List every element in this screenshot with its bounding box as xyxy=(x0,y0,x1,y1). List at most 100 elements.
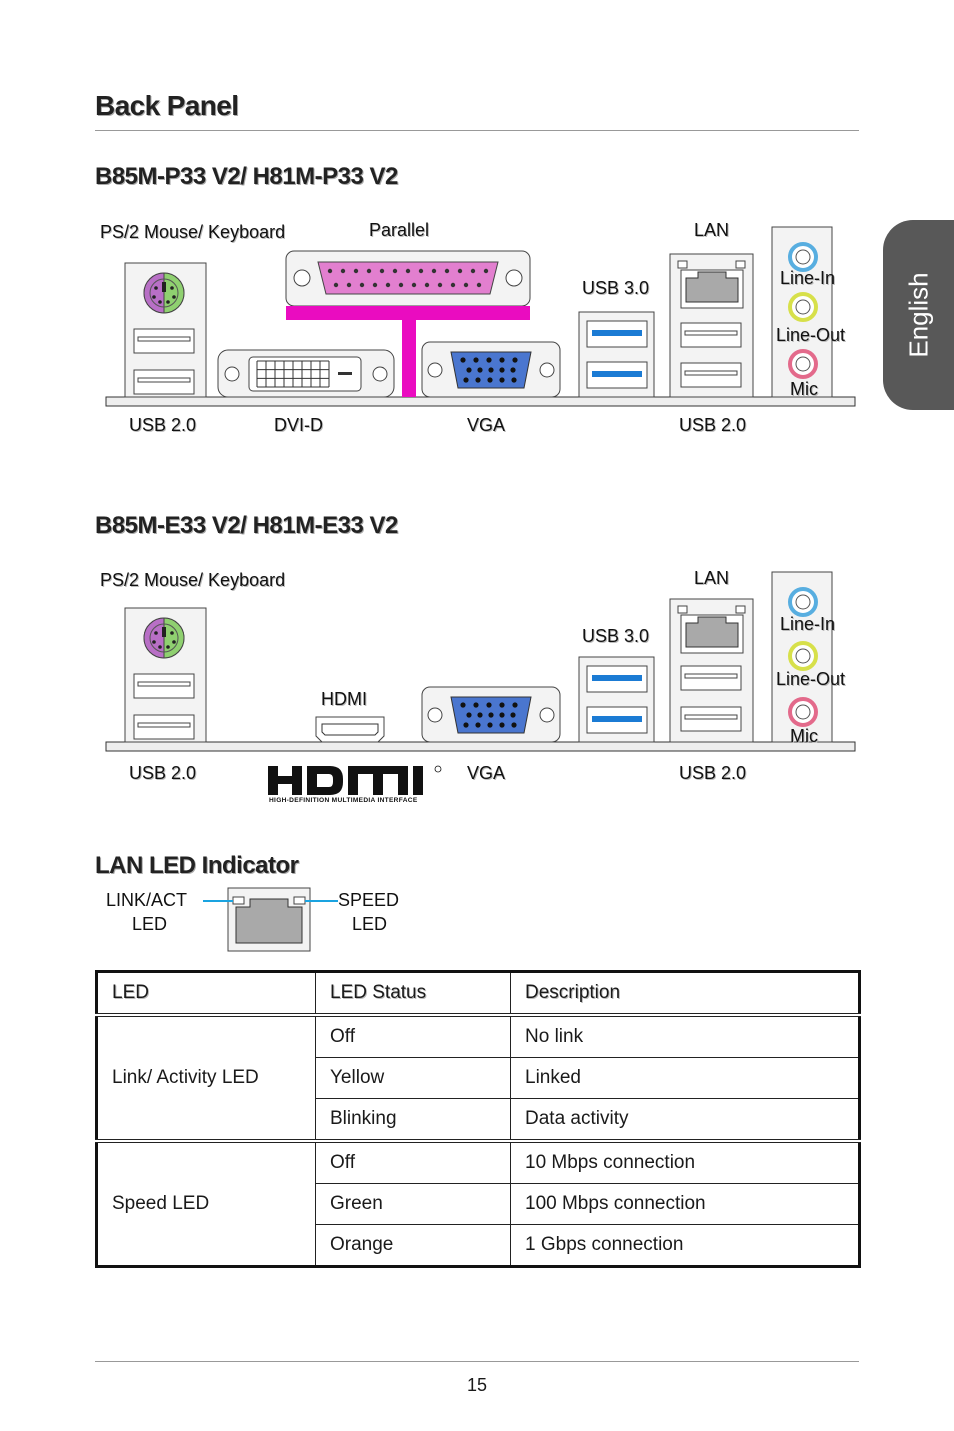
panel2-label-line-out: Line-Out xyxy=(776,669,846,689)
pin-dot xyxy=(457,268,463,274)
pin-dot xyxy=(483,268,489,274)
speed-label: SPEED xyxy=(338,890,400,910)
led-description-cell: Data activity xyxy=(510,1098,860,1142)
pin-dot xyxy=(424,282,430,288)
pin-dot xyxy=(372,282,378,288)
header-description: Description xyxy=(510,971,860,1017)
pin-dot xyxy=(411,282,417,288)
header-led: LED xyxy=(96,971,316,1017)
pin-dot xyxy=(512,702,518,708)
link-act-label-led: LED xyxy=(132,914,168,934)
pin-dot xyxy=(488,712,494,718)
panel2-label-hdmi: HDMI xyxy=(321,689,367,709)
panel2-mic-jack xyxy=(788,697,818,727)
table-row: Blinking Data activity xyxy=(97,1098,860,1142)
pin-dot xyxy=(466,712,472,718)
panel1-label-line-out: Line-Out xyxy=(776,325,846,345)
led-status-cell: Blinking xyxy=(315,1098,511,1142)
pin-dot xyxy=(405,268,411,274)
led-status-cell: Orange xyxy=(315,1224,511,1267)
pin-dot xyxy=(511,377,517,383)
pin-dot xyxy=(437,282,443,288)
panel1-label-parallel: Parallel xyxy=(369,220,430,240)
led-status-cell: Off xyxy=(315,1014,511,1058)
table-row: Link/ Activity LED Off No link xyxy=(96,1014,860,1142)
pin-dot xyxy=(499,702,505,708)
pin-dot xyxy=(476,282,482,288)
panel1-vga-port xyxy=(421,341,561,398)
panel2-usb2-left-lower xyxy=(133,714,195,740)
panel2-label-mic: Mic xyxy=(790,726,818,746)
pin-dot xyxy=(511,722,517,728)
panel1-label-lan: LAN xyxy=(694,220,730,240)
lan-led-port xyxy=(235,898,303,944)
pin-dot xyxy=(473,357,479,363)
table-row: Orange 1 Gbps connection xyxy=(97,1224,860,1267)
panel2-usb3-lower xyxy=(586,706,648,734)
pin-dot xyxy=(486,357,492,363)
pin-dot xyxy=(392,268,398,274)
panel1-usb3-upper xyxy=(586,320,648,348)
panel2-label-line-in: Line-In xyxy=(780,614,836,634)
hdmi-logo xyxy=(268,765,442,795)
panel2-label-usb3: USB 3.0 xyxy=(582,626,650,646)
pin-dot xyxy=(327,268,333,274)
panel2-hdmi-port xyxy=(315,716,385,743)
panel2-diagram xyxy=(105,571,856,795)
pin-dot xyxy=(499,712,505,718)
pin-dot xyxy=(499,722,505,728)
pin-dot xyxy=(475,722,481,728)
pin-dot xyxy=(444,268,450,274)
table-row: Green 100 Mbps connection xyxy=(97,1183,860,1225)
panel1-usb2-right-lower xyxy=(680,362,742,388)
pin-dot xyxy=(477,712,483,718)
panel2-label-usb2-right: USB 2.0 xyxy=(679,763,747,783)
panel1-diagram xyxy=(105,226,856,407)
panel1-usb2-left-upper xyxy=(133,328,195,354)
panel2-usb3-upper xyxy=(586,665,648,693)
led-status-cell: Off xyxy=(315,1139,511,1184)
panel2-vga-port xyxy=(421,686,561,743)
panel1-mic-jack xyxy=(788,349,818,379)
panel2-usb2-right-upper xyxy=(680,665,742,691)
panel1-title: B85M-P33 V2/ H81M-P33 V2 xyxy=(95,163,398,190)
panel1-ps2-port xyxy=(143,272,185,314)
pin-dot xyxy=(346,282,352,288)
panel1-line-out-jack xyxy=(788,292,818,322)
led-description-cell: 1 Gbps connection xyxy=(510,1224,860,1267)
pin-dot xyxy=(510,712,516,718)
title-divider xyxy=(95,130,859,131)
panel1-label-ps2: PS/2 Mouse/ Keyboard xyxy=(100,222,286,242)
link-act-label: LINK/ACT xyxy=(106,890,188,910)
lan-led-diagram xyxy=(203,887,338,952)
pin-dot xyxy=(466,367,472,373)
pin-dot xyxy=(510,367,516,373)
pin-dot xyxy=(450,282,456,288)
led-table-header: LED LED Status Description xyxy=(96,971,860,1017)
pin-dot xyxy=(366,268,372,274)
panel1-dvi-port xyxy=(217,349,395,398)
led-table: LED LED Status Description Link/ Activit… xyxy=(95,970,861,1268)
pin-dot xyxy=(486,702,492,708)
panel2-base xyxy=(105,741,856,752)
pin-dot xyxy=(398,282,404,288)
panel1-label-usb3: USB 3.0 xyxy=(582,278,650,298)
led-description-cell: 100 Mbps connection xyxy=(510,1183,860,1225)
panel2-ps2-port xyxy=(143,617,185,659)
pin-dot xyxy=(431,268,437,274)
panel2-line-out-jack xyxy=(788,641,818,671)
led-status-cell: Green xyxy=(315,1183,511,1225)
panel1-label-usb2-left: USB 2.0 xyxy=(129,415,197,435)
pin-dot xyxy=(487,722,493,728)
panel1-label-dvid: DVI-D xyxy=(274,415,323,435)
panel2-line-in-jack xyxy=(788,587,818,617)
pin-dot xyxy=(385,282,391,288)
pin-dot xyxy=(499,367,505,373)
pin-dot xyxy=(359,282,365,288)
panel1-label-vga: VGA xyxy=(467,415,506,435)
pin-dot xyxy=(340,268,346,274)
panel1-line-in-jack xyxy=(788,242,818,272)
led-description-cell: 10 Mbps connection xyxy=(510,1139,860,1184)
table-row: Speed LED Off 10 Mbps connection xyxy=(96,1139,860,1267)
panel2-usb2-right-lower xyxy=(680,706,742,732)
